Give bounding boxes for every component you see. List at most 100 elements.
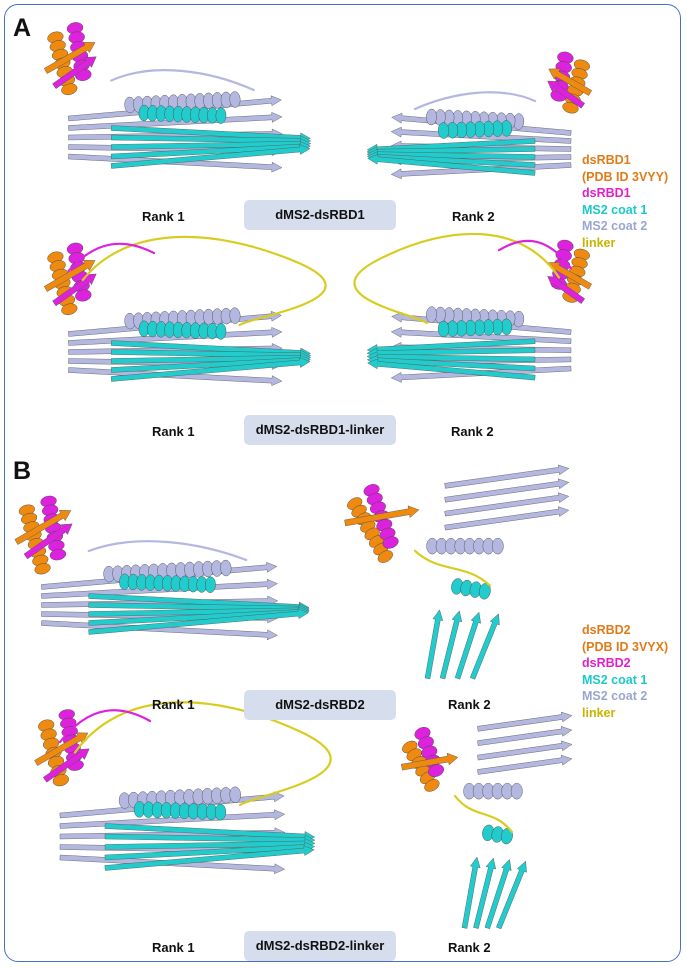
rank-label: Rank 2 — [451, 424, 494, 439]
dsrbd-strand-arrow — [548, 68, 592, 96]
coat2-strand — [59, 809, 286, 829]
dsrbd-helix-turn — [382, 536, 399, 549]
coat2-helix-turn — [510, 782, 523, 800]
ribbon-group — [43, 235, 327, 386]
coat1-strand-arrow — [496, 860, 527, 930]
construct-label: dMS2-dsRBD2-linker — [244, 931, 396, 961]
dsrbd-strand — [23, 523, 73, 560]
coat1-helix — [482, 824, 513, 845]
ribbon-group — [353, 232, 592, 383]
dsrbd-helix-turn — [75, 289, 92, 302]
magenta-loop — [67, 242, 156, 273]
legend-entry: dsRBD2 — [582, 656, 631, 670]
dsrbd-strand-arrow — [547, 276, 585, 304]
coat2-strand — [41, 620, 278, 641]
coat1-strand — [367, 153, 536, 176]
dsrbd-strand-arrow — [14, 510, 72, 545]
coat1-helix-turn — [215, 107, 227, 124]
coat1-strand-arrow — [454, 611, 481, 680]
coat2-strand-arrow — [41, 620, 278, 641]
linker-loop — [81, 235, 327, 327]
coat1-strand — [461, 856, 481, 929]
dsrbd-helix-turn — [52, 774, 69, 787]
linker-loop — [413, 549, 492, 587]
rank-label: Rank 1 — [142, 209, 185, 224]
rank-label: Rank 2 — [448, 940, 491, 955]
dsrbd-helix-turn — [377, 550, 393, 563]
dsrbd-strand-arrow — [43, 748, 90, 783]
dsrbd-strand — [344, 505, 420, 527]
coat2-helix-turn — [229, 91, 241, 108]
construct-label: dMS2-dsRBD1 — [244, 200, 396, 230]
coat1-helix-turn — [214, 803, 227, 821]
ribbon-group — [14, 495, 310, 641]
dsrbd-strand — [52, 56, 97, 89]
coat2-helix — [426, 537, 504, 555]
construct-label: dMS2-dsRBD1-linker — [244, 415, 396, 445]
coat1-strand — [469, 613, 500, 680]
coat1-strand-arrow — [484, 859, 512, 930]
ribbon-group — [366, 51, 592, 180]
coat1-strand-arrow — [104, 845, 315, 871]
coat1-strand-arrow — [469, 613, 500, 680]
legend-entry: (PDB ID 3VYX) — [582, 639, 669, 654]
coat1-strand — [110, 144, 311, 169]
coat2-strand-arrow — [444, 478, 570, 503]
structure-dsrbd1-linker-rank1 — [43, 235, 327, 386]
coat2-strand — [444, 478, 570, 503]
coat1-helix-turn — [437, 320, 450, 338]
dsrbd-strand — [43, 260, 96, 292]
dsrbd-strand — [547, 276, 585, 304]
coat2-helix-turn — [491, 537, 504, 555]
dsrbd-helix-turn — [428, 764, 444, 777]
coat1-helix-turn — [205, 576, 216, 593]
dsrbd-strand-arrow — [43, 260, 96, 292]
coat1-strand-arrow — [461, 856, 481, 929]
panel-a-label: A — [13, 14, 32, 42]
coat1-strand — [104, 845, 315, 871]
dsrbd-strand-arrow — [52, 56, 97, 89]
coat2-strand-arrow — [477, 711, 573, 732]
coat1-strand-arrow — [367, 358, 536, 381]
structure-dsrbd2-linker-rank1 — [34, 701, 332, 875]
dsrbd-helix — [363, 484, 399, 549]
legend-entry: linker — [582, 235, 616, 250]
coat2-helix — [463, 782, 523, 800]
ribbon-group — [344, 464, 570, 680]
coat1-strand-arrow — [424, 609, 444, 680]
coat2-strand — [477, 726, 573, 746]
dsrbd-strand-arrow — [547, 80, 585, 109]
dsrbd-strand-arrow — [401, 752, 459, 771]
coat1-strand-arrow — [88, 608, 309, 635]
legend-entry: MS2 coat 1 — [582, 672, 648, 687]
coat1-strand-arrow — [367, 153, 536, 176]
legend-entry: MS2 coat 2 — [582, 689, 648, 703]
rank-label: Rank 1 — [152, 940, 195, 955]
magenta-loop — [497, 239, 573, 270]
rank-label: Rank 1 — [152, 697, 195, 712]
dsrbd-helix-turn — [49, 548, 67, 561]
coat1-strand — [424, 609, 444, 680]
dsrbd-strand-arrow — [23, 523, 73, 560]
coat1-helix-turn — [215, 323, 227, 340]
structure-dsrbd2-rank2 — [344, 464, 570, 680]
dsrbd-strand — [547, 80, 585, 109]
coat2-strand — [477, 754, 573, 775]
dsrbd-strand — [43, 748, 90, 783]
coat2-strand-arrow — [477, 754, 573, 775]
rank-label: Rank 2 — [452, 209, 495, 224]
coat1-helix — [133, 801, 227, 821]
coat2-helix-turn — [229, 786, 241, 803]
coat1-strand-arrow — [110, 357, 311, 382]
coat2-strand-arrow — [444, 506, 570, 531]
coat1-helix — [138, 104, 227, 124]
coat2-strand — [444, 492, 570, 517]
coat-loop — [413, 91, 537, 111]
coat1-strand-arrow — [110, 144, 311, 169]
coat2-strand — [444, 464, 570, 489]
structure-dsrbd2-rank1 — [14, 495, 310, 641]
coat2-helix — [124, 91, 241, 114]
dsrbd-strand — [43, 42, 96, 74]
dsrbd-strand — [34, 732, 89, 766]
structure-dsrbd2-linker-rank2 — [401, 711, 573, 930]
